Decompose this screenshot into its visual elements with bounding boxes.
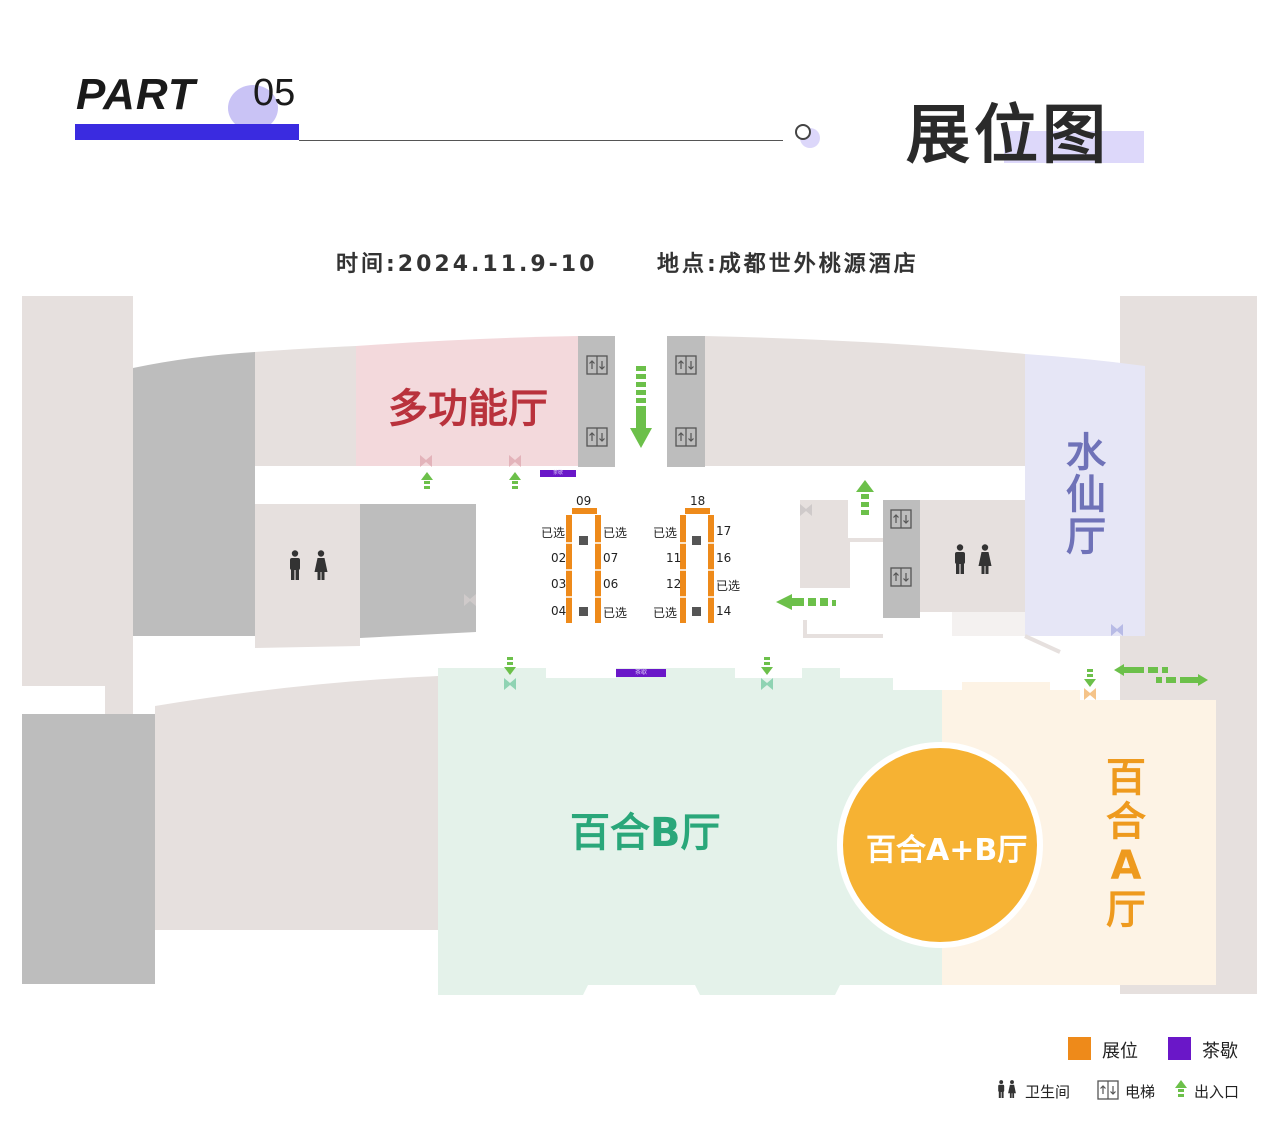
booth-number: 17 xyxy=(716,524,732,538)
part-label: PART xyxy=(76,70,196,119)
legend-tea-swatch xyxy=(1168,1037,1191,1060)
service-block-bottom-left xyxy=(22,714,155,984)
corridor-block xyxy=(255,346,356,466)
lobby-strip xyxy=(952,612,1025,636)
room-label-lily-b: 百合B厅 xyxy=(570,810,721,856)
booth-number: 02 xyxy=(551,551,567,565)
service-block-left xyxy=(133,352,255,636)
legend-restroom-icon xyxy=(998,1080,1016,1098)
header-accent-bar xyxy=(75,124,299,140)
entrance-arrows xyxy=(421,366,1208,687)
small-room xyxy=(800,500,848,588)
lower-corridor-block xyxy=(155,676,438,930)
booth-number: 04 xyxy=(551,604,567,618)
title-highlight xyxy=(1004,131,1144,163)
event-location: 地点:成都世外桃源酒店 xyxy=(657,252,919,277)
booth-number: 12 xyxy=(666,577,682,591)
legend-tea-label: 茶歇 xyxy=(1202,1041,1238,1062)
outer-wall-left xyxy=(22,296,133,686)
booth-number: 18 xyxy=(690,494,706,508)
legend-elevator-label: 电梯 xyxy=(1125,1083,1156,1101)
event-time: 时间:2024.11.9-10 xyxy=(336,252,598,277)
part-number-blob xyxy=(228,85,278,131)
booth-number: 11 xyxy=(666,551,682,565)
booth-number: 14 xyxy=(716,604,732,618)
upper-right-block xyxy=(705,336,1025,466)
room-label-lily-a: 百合A厅 xyxy=(1106,755,1146,933)
booth-group-right xyxy=(680,508,714,623)
lily-ab-circle xyxy=(837,742,1043,948)
restroom-left xyxy=(255,504,360,648)
wall-segment xyxy=(105,654,133,714)
header-rule xyxy=(299,140,783,141)
restroom-right xyxy=(918,500,1025,612)
page-title: 展位图 xyxy=(906,99,1110,173)
tea-break-bar xyxy=(540,470,576,477)
booth-number: 07 xyxy=(603,551,619,565)
legend-booth-label: 展位 xyxy=(1102,1041,1138,1062)
door-marker xyxy=(1084,688,1096,700)
room-label-multi: 多功能厅 xyxy=(388,386,548,432)
legend-booth-swatch xyxy=(1068,1037,1091,1060)
service-block-mid xyxy=(360,504,476,638)
booth-number: 已选 xyxy=(653,526,678,540)
header-ring xyxy=(795,124,811,140)
room-label-narcissus: 水仙厅 xyxy=(1066,430,1106,560)
booth-number: 16 xyxy=(716,551,732,565)
booth-number: 09 xyxy=(576,494,592,508)
tea-break-bar xyxy=(616,669,666,677)
narcissus-hall xyxy=(1025,354,1145,636)
lily-b-hall xyxy=(438,668,942,995)
legend-elevator-icon xyxy=(1097,1080,1119,1100)
booth-number: 06 xyxy=(603,577,619,591)
booth-group-left xyxy=(566,508,601,623)
booth-number: 03 xyxy=(551,577,567,591)
legend-restroom-label: 卫生间 xyxy=(1025,1083,1071,1101)
booth-number: 已选 xyxy=(603,606,628,620)
pillars xyxy=(579,536,701,616)
legend-entrance-label: 出入口 xyxy=(1194,1083,1240,1101)
legend-entrance-icon xyxy=(1175,1080,1187,1097)
booth-number: 已选 xyxy=(603,526,628,540)
booth-number: 已选 xyxy=(716,579,741,593)
room-label-lily-ab: 百合A+B厅 xyxy=(866,833,1028,868)
booth-number: 已选 xyxy=(541,526,566,540)
multi-hall xyxy=(356,336,578,466)
tea-break-label: 茶歇 xyxy=(552,470,563,476)
booth-dividers xyxy=(566,542,714,598)
tea-break-label: 茶歇 xyxy=(634,669,647,676)
booth-number: 已选 xyxy=(653,606,678,620)
part-number: 05 xyxy=(253,72,296,114)
